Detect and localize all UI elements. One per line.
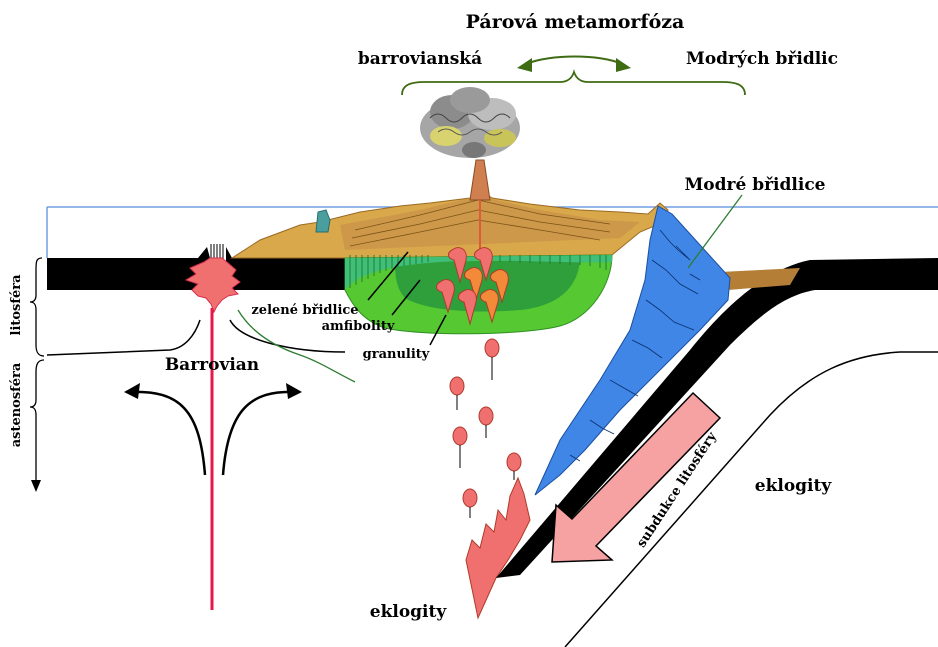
lithosphere-base-line (47, 320, 200, 355)
top-brace (402, 72, 745, 95)
convection-arrow-right (223, 392, 296, 475)
label-amphibolite: amfibolity (322, 319, 395, 334)
convection-arrow-left-head (124, 383, 140, 399)
label-barrovian-facies: barrovianská (358, 49, 482, 69)
volcanic-plume (420, 87, 520, 158)
rising-magma-drops (450, 339, 521, 518)
oceanic-lithosphere-left (47, 247, 210, 290)
label-blueschist-facies: Modrých břidlic (686, 49, 838, 69)
label-eclogite-left: eklogity (370, 602, 448, 622)
blueschist-leader (688, 195, 742, 268)
label-granulite: granulity (363, 347, 430, 362)
label-blueschist: Modré břidlice (684, 175, 825, 195)
lithosphere-brace (30, 258, 44, 356)
label-barrovian: Barrovian (165, 355, 259, 375)
double-arrow (526, 57, 622, 65)
diagram-title: Párová metamorfóza (466, 11, 685, 33)
volcano-vent (470, 160, 490, 200)
label-asthenosphere: astenosféra (9, 362, 24, 447)
teal-bump (316, 210, 330, 232)
asthenosphere-brace (30, 360, 44, 415)
double-arrow-left-head (517, 58, 532, 72)
label-lithosphere: litosféra (9, 274, 24, 336)
label-eclogite-right: eklogity (755, 476, 833, 496)
label-greenschist: zelené břidlice (251, 303, 358, 318)
asthenosphere-depth-arrow-head (31, 480, 41, 492)
convection-arrow-right-head (286, 383, 302, 399)
convection-arrow-left (130, 392, 205, 475)
double-arrow-right-head (616, 58, 631, 72)
